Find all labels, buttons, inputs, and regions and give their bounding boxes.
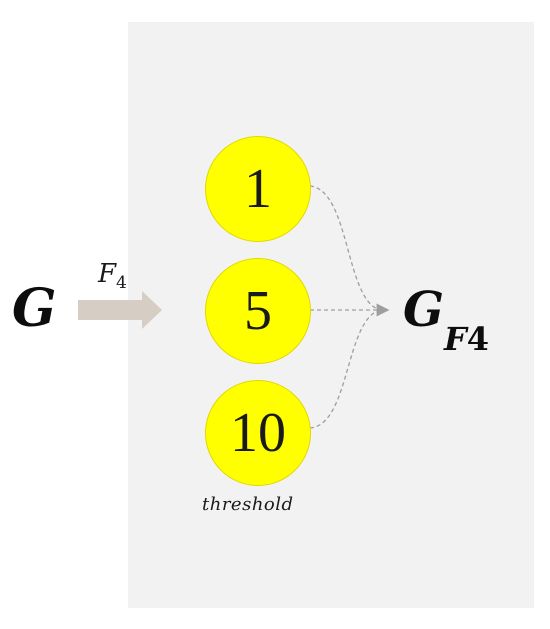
connector-10 bbox=[309, 309, 381, 429]
diagram-panel bbox=[128, 22, 534, 608]
input-arrow bbox=[78, 291, 162, 329]
filter-letter: F bbox=[98, 259, 117, 289]
threshold-value: 10 bbox=[230, 402, 286, 464]
output-sub-letter: F bbox=[444, 320, 467, 358]
threshold-value: 5 bbox=[244, 280, 272, 342]
threshold-caption: threshold bbox=[202, 494, 294, 515]
output-sub-digit: 4 bbox=[466, 320, 489, 358]
threshold-value: 1 bbox=[244, 158, 272, 220]
threshold-node-10: 10 bbox=[205, 380, 311, 486]
threshold-node-5: 5 bbox=[205, 258, 311, 364]
output-graph-subscript: F4 bbox=[444, 320, 489, 358]
output-graph-label: GF4 bbox=[403, 282, 489, 358]
output-graph-letter: G bbox=[403, 282, 444, 338]
connector-1 bbox=[309, 185, 381, 311]
filter-label: F4 bbox=[98, 259, 127, 293]
filter-subscript: 4 bbox=[116, 273, 127, 294]
threshold-node-1: 1 bbox=[205, 136, 311, 242]
input-graph-label: G bbox=[12, 278, 57, 339]
